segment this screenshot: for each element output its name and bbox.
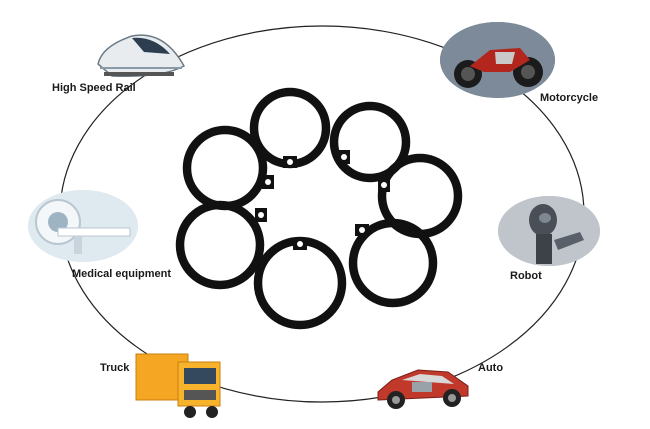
mri-scanner-icon bbox=[28, 190, 138, 262]
medical-equipment-photo bbox=[28, 190, 138, 262]
circlip-ring-4 bbox=[348, 218, 438, 308]
circlip-ring-7 bbox=[182, 125, 274, 211]
circlip-ring-6 bbox=[175, 200, 267, 290]
circlip-ring-5 bbox=[253, 236, 347, 330]
circlip-ring-1 bbox=[249, 87, 331, 169]
car-cutaway-icon bbox=[377, 369, 469, 409]
truck-icon bbox=[135, 353, 221, 418]
label-medical-equipment: Medical equipment bbox=[72, 268, 172, 280]
label-truck: Truck bbox=[100, 362, 130, 374]
label-robot: Robot bbox=[510, 270, 542, 282]
label-motorcycle: Motorcycle bbox=[540, 92, 599, 104]
circlip-ring-2 bbox=[329, 101, 411, 183]
robot-icon bbox=[498, 196, 600, 266]
high-speed-train-icon bbox=[97, 34, 186, 78]
motorcycle-icon bbox=[440, 22, 555, 98]
motorcycle-photo bbox=[440, 22, 555, 98]
robot-photo bbox=[498, 196, 600, 266]
label-auto: Auto bbox=[478, 362, 504, 374]
label-high-speed-rail: High Speed Rail bbox=[52, 82, 136, 94]
